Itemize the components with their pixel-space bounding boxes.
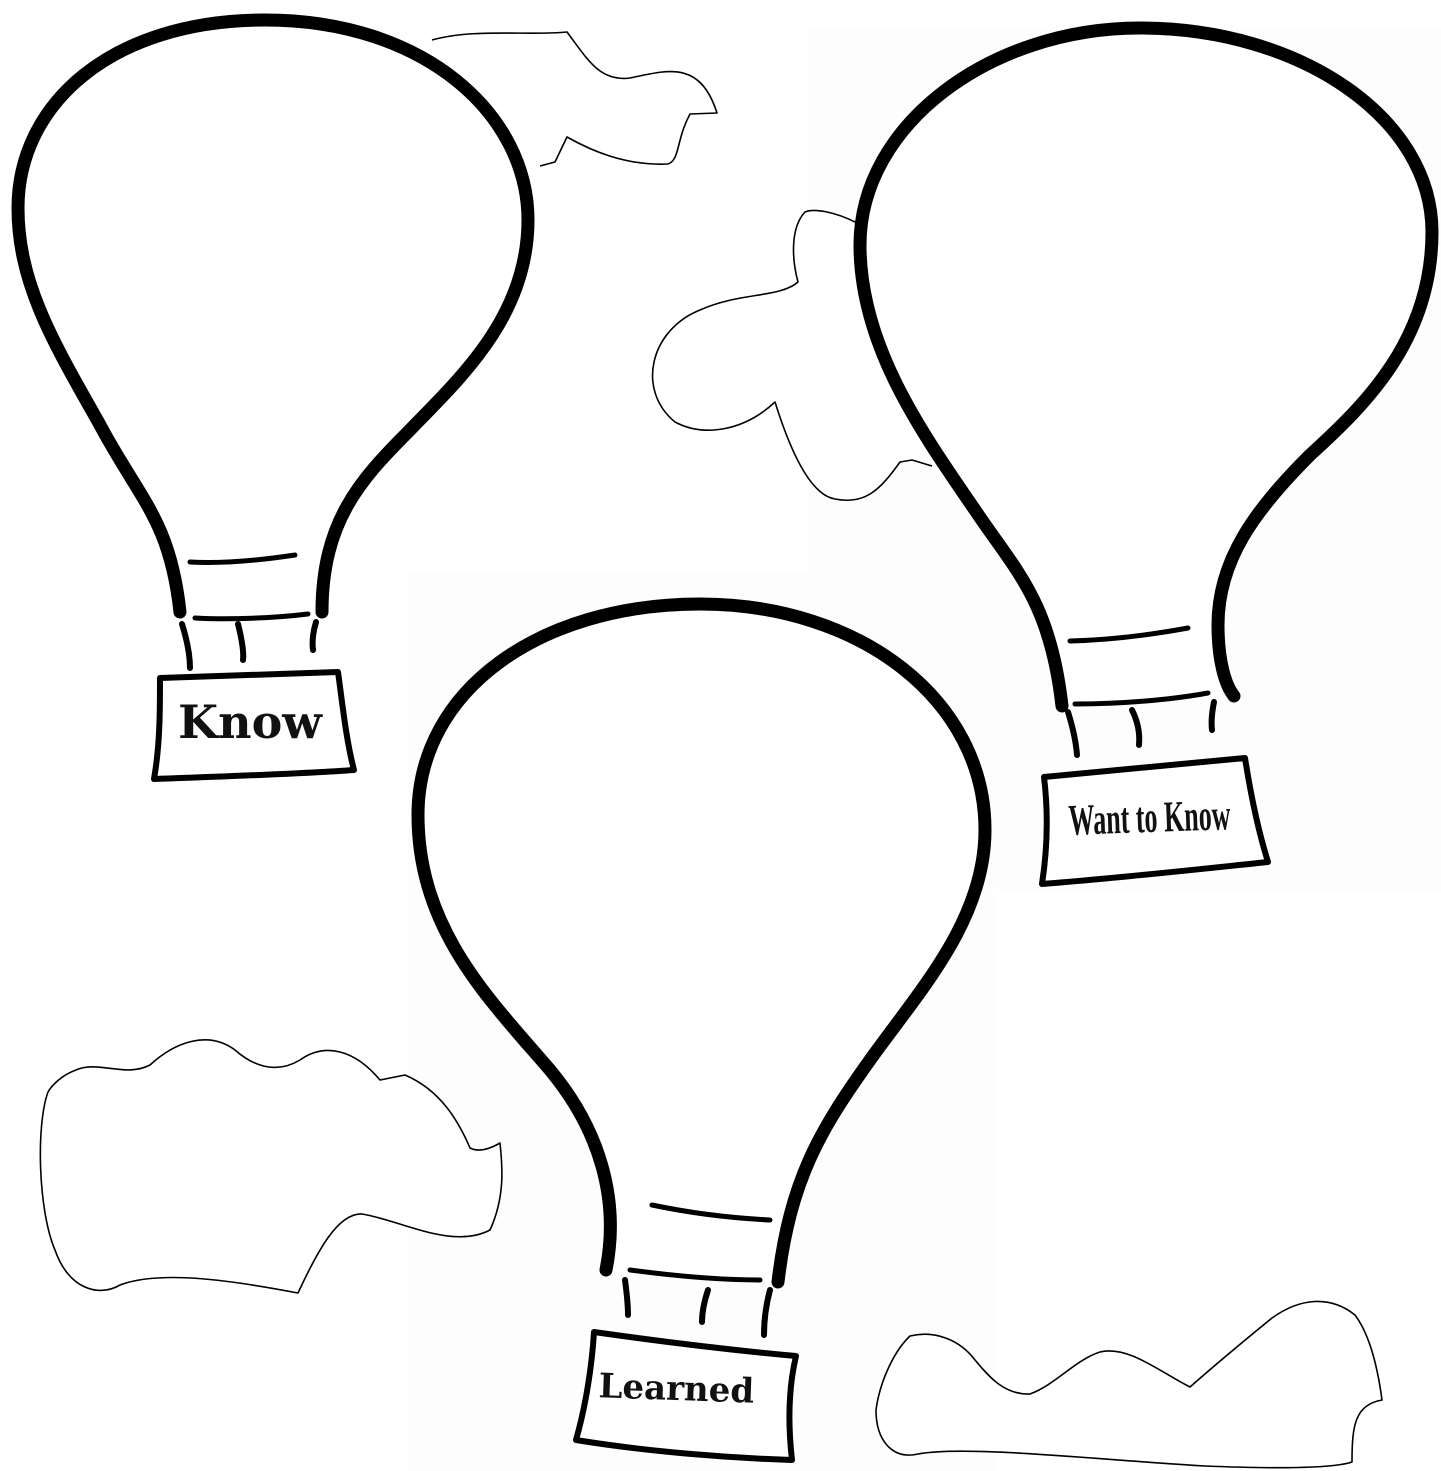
basket-label: Learned bbox=[598, 1366, 755, 1411]
balloon-envelope bbox=[18, 20, 528, 612]
balloon-rope bbox=[313, 622, 316, 650]
basket-label: Want to Know bbox=[1068, 790, 1232, 845]
basket-label: Know bbox=[178, 695, 323, 749]
balloon-rope bbox=[238, 624, 243, 660]
balloon-band bbox=[195, 614, 308, 619]
balloon-rope bbox=[1212, 702, 1214, 730]
balloon-rope bbox=[182, 624, 190, 668]
balloon-rope bbox=[625, 1280, 628, 1315]
